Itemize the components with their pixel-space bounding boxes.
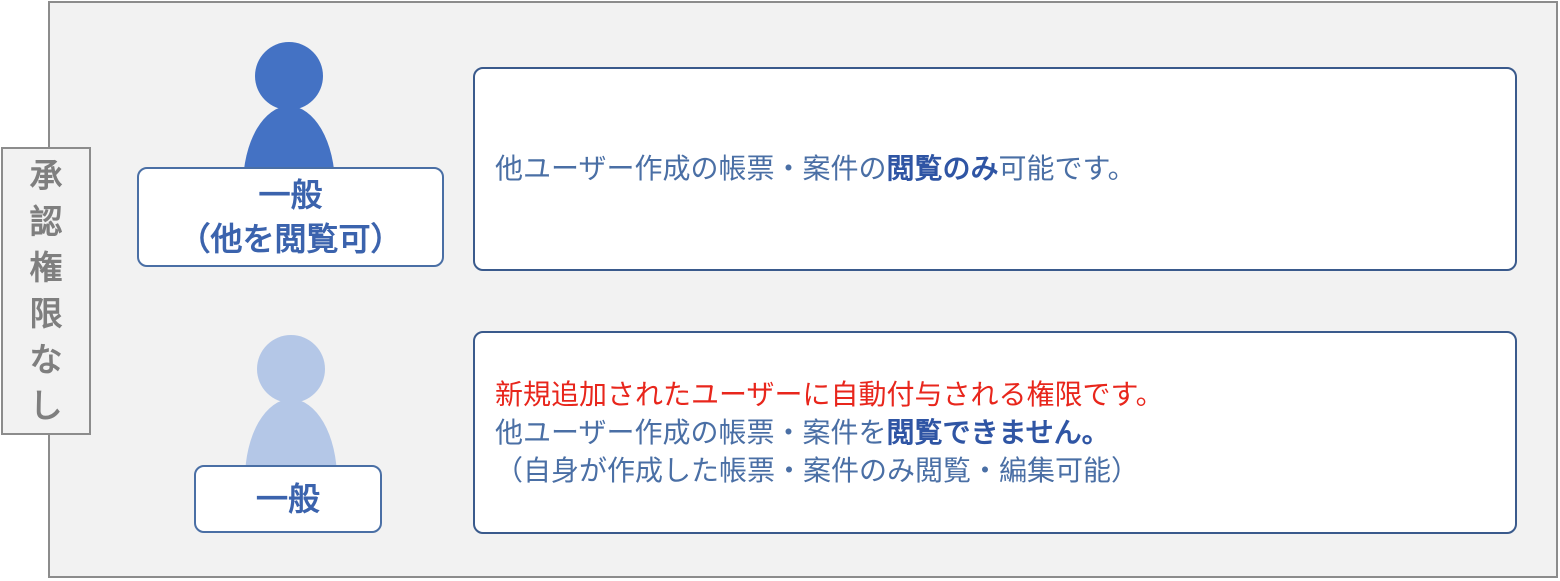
description-emphasis: 閲覧できません。 [886,415,1110,449]
role-general-view-description: 他ユーザー作成の帳票・案件の閲覧のみ可能です。 [473,67,1517,271]
role-name: 一般 [258,176,323,214]
role-general-description: 新規追加されたユーザーに自動付与される権限です。 他ユーザー作成の帳票・案件を閲… [473,331,1517,534]
user-icon-head [257,335,325,403]
side-label-char: 権 [29,248,63,287]
role-general-view-label: 一般 （他を閲覧可） [137,167,444,267]
user-icon [243,42,335,186]
side-label-char: な [29,340,63,379]
role-qualifier: （他を閲覧可） [178,220,403,258]
side-label-char: 承 [29,156,63,195]
description-line: （自身が作成した帳票・案件のみ閲覧・編集可能） [495,453,1140,487]
description-text: 他ユーザー作成の帳票・案件を [495,415,887,449]
approval-permission-none-label: 承 認 権 限 な し [1,147,91,435]
description-text: 他ユーザー作成の帳票・案件の [495,152,887,185]
user-icon-light [245,335,337,479]
description-line: 他ユーザー作成の帳票・案件を閲覧できません。 [495,414,1515,452]
side-label-char: 限 [29,294,63,333]
role-name: 一般 [255,480,320,518]
user-icon-head [255,42,323,110]
side-label-char: 認 [29,202,63,241]
description-text: 可能です。 [998,152,1136,185]
side-label-char: し [29,386,63,425]
description-emphasis: 閲覧のみ [886,152,999,185]
description-warning-line: 新規追加されたユーザーに自動付与される権限です。 [495,377,1164,411]
description-line: 他ユーザー作成の帳票・案件の閲覧のみ可能です。 [495,150,1515,188]
role-general-label: 一般 [194,465,382,533]
